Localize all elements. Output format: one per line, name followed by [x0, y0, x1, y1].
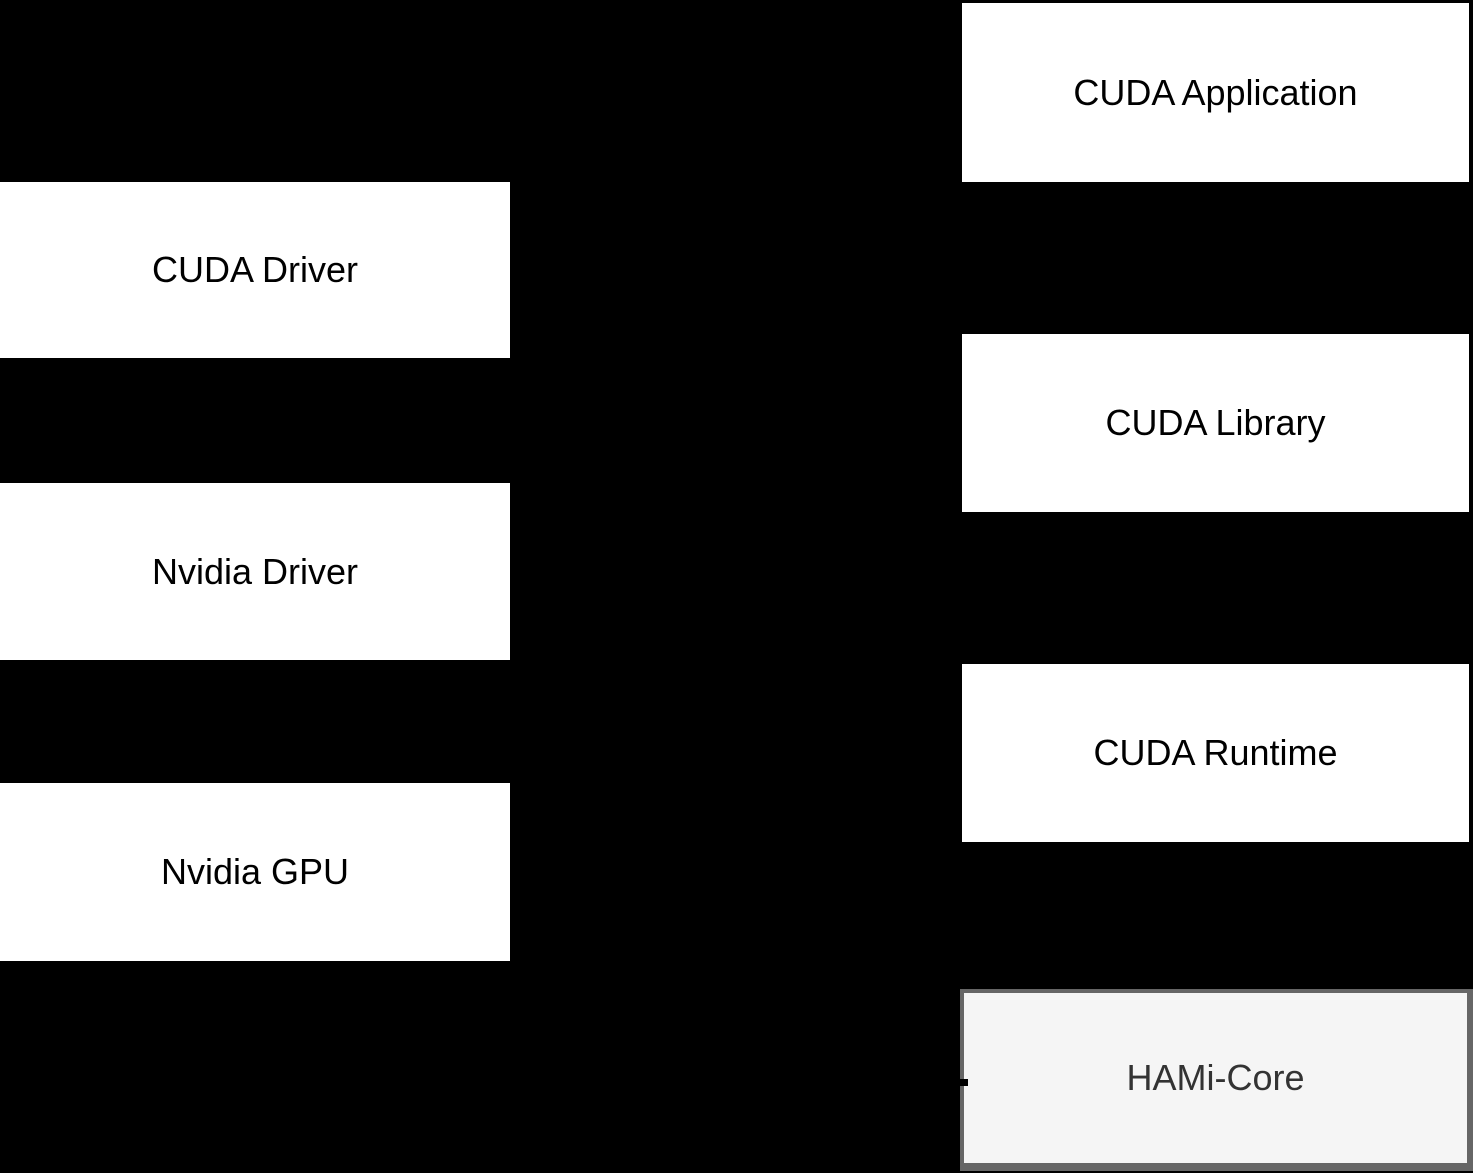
node-nvidia-driver: Nvidia Driver: [0, 483, 510, 660]
node-cuda-driver: CUDA Driver: [0, 182, 510, 358]
node-cuda-library-label: CUDA Library: [1105, 402, 1326, 444]
node-nvidia-driver-label: Nvidia Driver: [151, 550, 359, 592]
node-cuda-application-label: CUDA Application: [1073, 71, 1358, 113]
node-cuda-application: CUDA Application: [962, 3, 1469, 182]
node-hami-core: HAMi-Core: [960, 989, 1473, 1171]
node-nvidia-gpu-label: Nvidia GPU: [160, 851, 350, 893]
node-hami-core-label: HAMi-Core: [1126, 1057, 1305, 1099]
node-cuda-library: CUDA Library: [962, 334, 1469, 512]
node-nvidia-gpu: Nvidia GPU: [0, 783, 510, 961]
node-cuda-runtime-label: CUDA Runtime: [1093, 732, 1338, 774]
node-cuda-driver-label: CUDA Driver: [151, 249, 358, 291]
node-cuda-runtime: CUDA Runtime: [962, 664, 1469, 842]
connector-arrowhead-notch: [960, 1079, 968, 1086]
